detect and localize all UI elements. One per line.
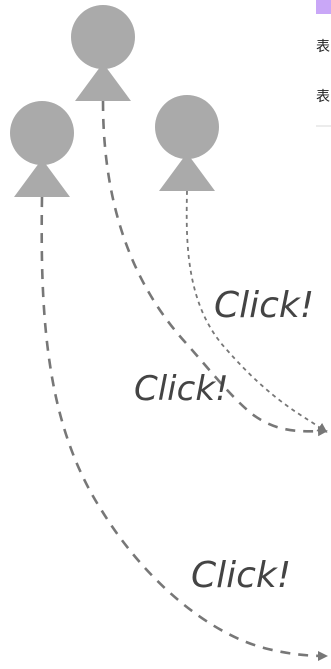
click-path-left-arrow	[40, 196, 328, 661]
panel-color-swatch	[316, 0, 331, 14]
click-label-3: Click!	[191, 555, 291, 596]
click-label-2: Click!	[134, 369, 229, 409]
panel-row-1-label: 表	[316, 39, 330, 55]
click-label-1: Click!	[214, 285, 314, 326]
top-right-panel: 表 表	[316, 0, 331, 127]
click-path-fine-arrow	[185, 190, 328, 433]
click-path-middle-arrow	[101, 100, 328, 437]
user-figure-top-icon	[71, 5, 135, 101]
user-figure-right-icon	[155, 95, 219, 191]
panel-row-2-label: 表	[316, 89, 330, 105]
user-figure-left-icon	[10, 101, 74, 197]
